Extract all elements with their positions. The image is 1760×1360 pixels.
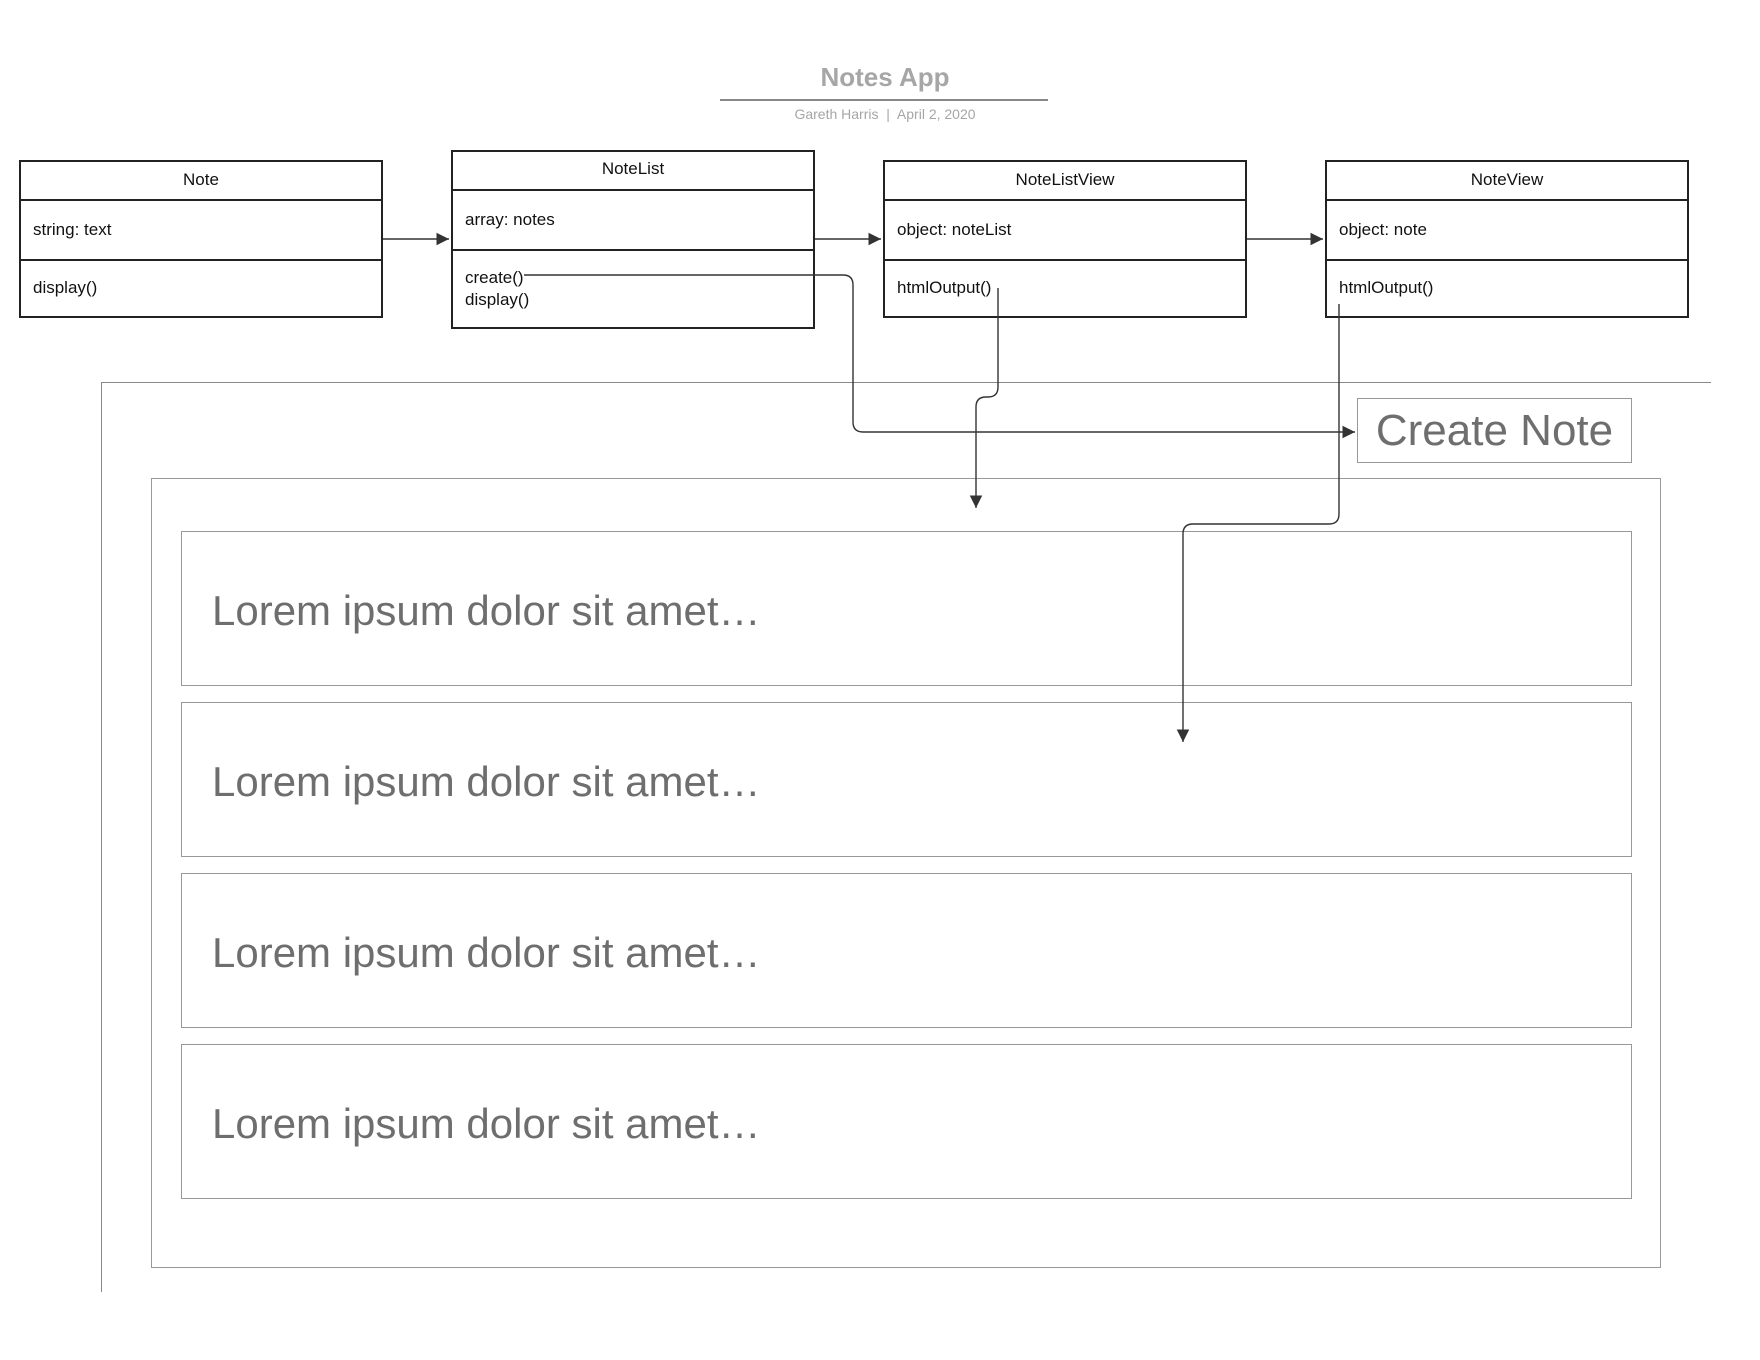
note-text: Lorem ipsum dolor sit amet… (212, 929, 761, 976)
attribute: array: notes (465, 210, 555, 229)
method: create() (465, 268, 524, 287)
note-item[interactable]: Lorem ipsum dolor sit amet… (181, 531, 1632, 686)
class-attributes: object: noteList (885, 201, 1245, 261)
class-methods: htmlOutput() (885, 261, 1245, 299)
note-text: Lorem ipsum dolor sit amet… (212, 1100, 761, 1147)
date: April 2, 2020 (896, 106, 976, 122)
method: htmlOutput() (897, 278, 992, 297)
class-methods: create() display() (453, 251, 813, 311)
method: htmlOutput() (1339, 278, 1434, 297)
class-name: NoteList (453, 152, 813, 191)
method: display() (33, 278, 98, 297)
note-list-container (151, 478, 1661, 1268)
note-text: Lorem ipsum dolor sit amet… (212, 587, 761, 634)
class-attributes: string: text (21, 201, 381, 261)
class-noteview[interactable]: NoteView object: note htmlOutput() (1325, 160, 1689, 318)
subtitle-separator: | (886, 106, 890, 122)
class-notelist[interactable]: NoteList array: notes create() display() (451, 150, 815, 329)
class-attributes: array: notes (453, 191, 813, 251)
attribute: object: noteList (897, 220, 1012, 239)
attribute: string: text (33, 220, 112, 239)
class-name: NoteListView (885, 162, 1245, 201)
note-item[interactable]: Lorem ipsum dolor sit amet… (181, 873, 1632, 1028)
note-item[interactable]: Lorem ipsum dolor sit amet… (181, 1044, 1632, 1199)
diagram-title: Notes App (820, 62, 950, 92)
class-methods: htmlOutput() (1327, 261, 1687, 299)
author: Gareth Harris (794, 106, 879, 122)
title-underline (720, 99, 1048, 101)
diagram-subtitle: Gareth Harris | April 2, 2020 (720, 106, 1050, 122)
create-note-button[interactable]: Create Note (1357, 398, 1632, 463)
class-methods: display() (21, 261, 381, 299)
class-note[interactable]: Note string: text display() (19, 160, 383, 318)
class-attributes: object: note (1327, 201, 1687, 261)
note-item[interactable]: Lorem ipsum dolor sit amet… (181, 702, 1632, 857)
attribute: object: note (1339, 220, 1427, 239)
class-name: NoteView (1327, 162, 1687, 201)
method: display() (465, 290, 530, 309)
class-notelistview[interactable]: NoteListView object: noteList htmlOutput… (883, 160, 1247, 318)
class-name: Note (21, 162, 381, 201)
note-text: Lorem ipsum dolor sit amet… (212, 758, 761, 805)
